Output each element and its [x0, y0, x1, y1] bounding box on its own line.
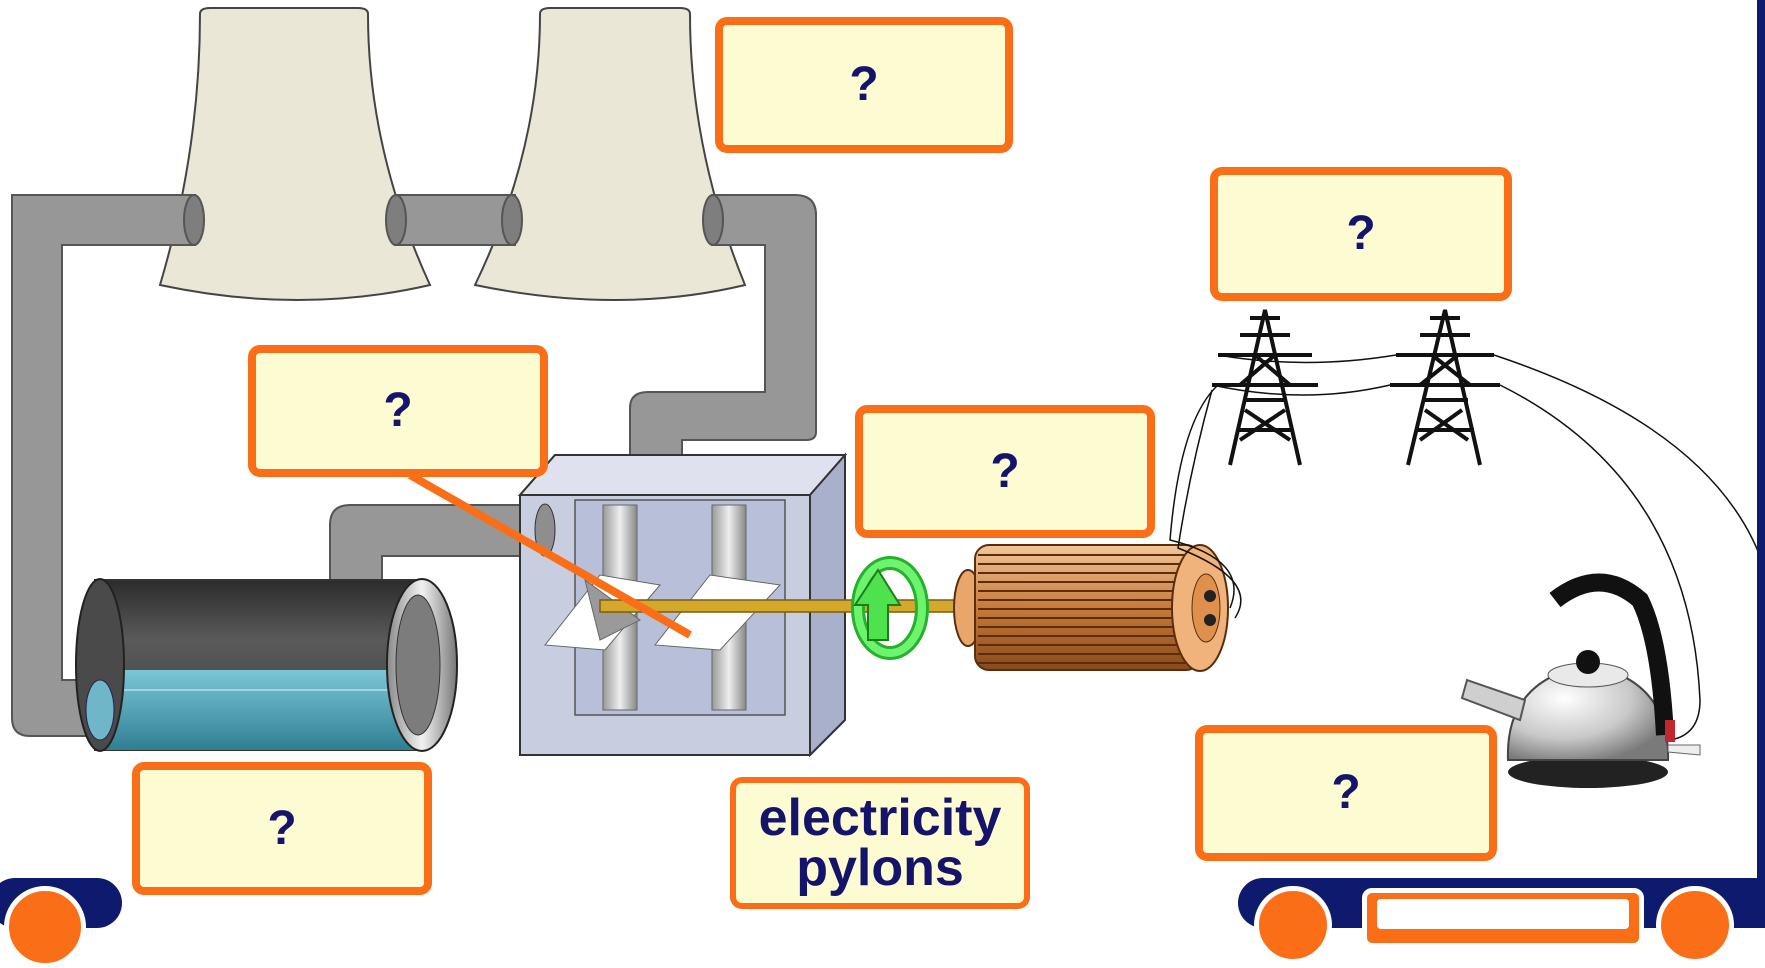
label-box-generator[interactable]: ?	[855, 405, 1155, 538]
nav-bar-left	[0, 878, 122, 968]
label-text: ?	[383, 384, 413, 437]
label-box-kettle[interactable]: ?	[1195, 725, 1497, 861]
word-card-line2: pylons	[796, 839, 964, 897]
next-button[interactable]	[1656, 886, 1734, 964]
label-box-pylons[interactable]: ?	[1210, 167, 1512, 301]
power-station-diagram	[11, 7, 1765, 788]
word-card-electricity-pylons[interactable]: electricity pylons	[730, 777, 1030, 909]
label-text: ?	[267, 801, 297, 855]
check-button-face	[1377, 899, 1629, 929]
cooling-tower-right	[473, 7, 747, 301]
power-wires	[1169, 354, 1765, 741]
boiler-tank	[75, 578, 458, 752]
help-button[interactable]	[4, 886, 86, 968]
steam-pipes	[11, 194, 817, 737]
label-box-turbine[interactable]: ?	[248, 345, 548, 477]
pointer-line	[408, 471, 692, 639]
word-card-line1: electricity	[758, 789, 1002, 847]
green-rotation-arrow-icon	[851, 556, 929, 660]
nav-bar-right	[1238, 878, 1765, 964]
label-box-boiler[interactable]: ?	[132, 762, 432, 895]
reset-button[interactable]	[1254, 886, 1332, 964]
label-text: ?	[849, 58, 879, 111]
label-text: ?	[1331, 766, 1361, 819]
generator	[953, 544, 1229, 672]
label-text: ?	[990, 444, 1020, 498]
pylon-icon	[1212, 309, 1500, 466]
check-button[interactable]	[1362, 888, 1644, 948]
kettle-icon	[1460, 573, 1701, 788]
label-box-cooling-towers[interactable]: ?	[715, 17, 1013, 153]
cooling-tower-left	[158, 7, 432, 301]
frame-right-border	[1757, 0, 1765, 909]
label-text: ?	[1346, 207, 1376, 260]
